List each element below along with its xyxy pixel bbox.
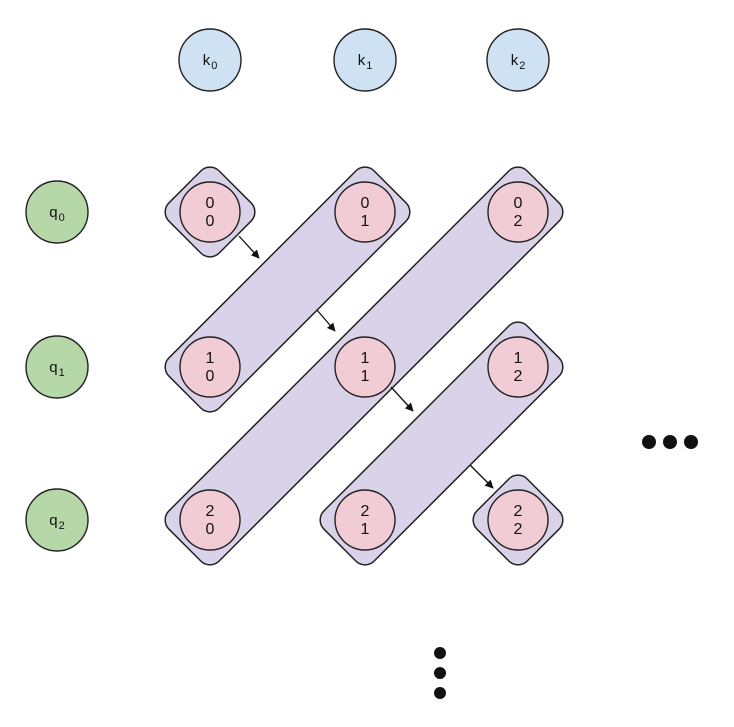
key-node-label: k2 [511,52,526,72]
query-node-0: q0 [25,180,89,244]
query-label-base: q [49,359,57,376]
key-label-base: k [203,52,211,69]
key-node-circle [178,28,242,92]
key-node-0: k0 [178,28,242,92]
key-node-2: k2 [486,28,550,92]
step-arrows-layer [238,235,494,489]
attention-cell-col-label: 1 [361,213,370,230]
key-node-1: k1 [333,28,397,92]
query-node-2: q2 [25,488,89,552]
attention-cell-circle [334,336,396,398]
attention-cell-col-label: 2 [514,213,523,230]
attention-cell-row-label: 0 [514,195,523,212]
query-node-circle [25,335,89,399]
ellipsis-layer [434,435,698,699]
key-label-subscript: 0 [211,60,217,72]
attention-cell-row-label: 2 [206,503,215,520]
query-node-label: q1 [49,359,64,379]
query-label-subscript: 2 [59,520,65,532]
key-label-subscript: 2 [519,60,525,72]
query-node-circle [25,180,89,244]
key-node-label: k0 [203,52,218,72]
attention-cell-col-label: 1 [361,521,370,538]
key-node-circle [333,28,397,92]
attention-cell-circle [487,181,549,243]
attention-cell-circle [179,336,241,398]
attention-cell-circle [179,489,241,551]
attention-cell-col-label: 2 [514,521,523,538]
attention-cell-col-label: 0 [206,368,215,385]
attention-cell-col-label: 2 [514,368,523,385]
key-node-circle [486,28,550,92]
query-label-base: q [49,512,57,529]
key-label-base: k [358,52,366,69]
attention-cell-circle [334,489,396,551]
attention-cell-circle [487,489,549,551]
attention-cell-col-label: 1 [361,368,370,385]
key-label-base: k [511,52,519,69]
query-label-subscript: 0 [59,212,65,224]
horizontal-ellipsis-dot-0 [642,435,656,449]
attention-cell-row-label: 0 [361,195,370,212]
attention-cell-row-label: 1 [514,350,523,367]
vertical-ellipsis-dot-2 [434,687,446,699]
attention-cell-row-label: 0 [206,195,215,212]
step-arrow-1 [316,309,336,332]
query-node-1: q1 [25,335,89,399]
vertical-ellipsis-dot-0 [434,647,446,659]
step-arrow-0 [238,235,260,259]
attention-cell-circle [334,181,396,243]
key-node-label: k1 [358,52,373,72]
query-label-subscript: 1 [59,367,65,379]
horizontal-ellipsis-dot-2 [684,435,698,449]
step-arrow-2 [390,386,414,412]
attention-cell-col-label: 0 [206,521,215,538]
query-node-label: q0 [49,204,64,224]
query-label-base: q [49,204,57,221]
key-label-subscript: 1 [366,60,372,72]
horizontal-ellipsis-dot-1 [663,435,677,449]
query-node-label: q2 [49,512,64,532]
attention-cell-row-label: 1 [361,350,370,367]
step-arrow-3 [469,464,494,489]
attention-cell-circle [179,181,241,243]
attention-cell-row-label: 2 [514,503,523,520]
attention-cell-col-label: 0 [206,213,215,230]
attention-cell-circle [487,336,549,398]
attention-cell-row-label: 1 [206,350,215,367]
query-node-circle [25,488,89,552]
vertical-ellipsis-dot-1 [434,667,446,679]
attention-cell-row-label: 2 [361,503,370,520]
